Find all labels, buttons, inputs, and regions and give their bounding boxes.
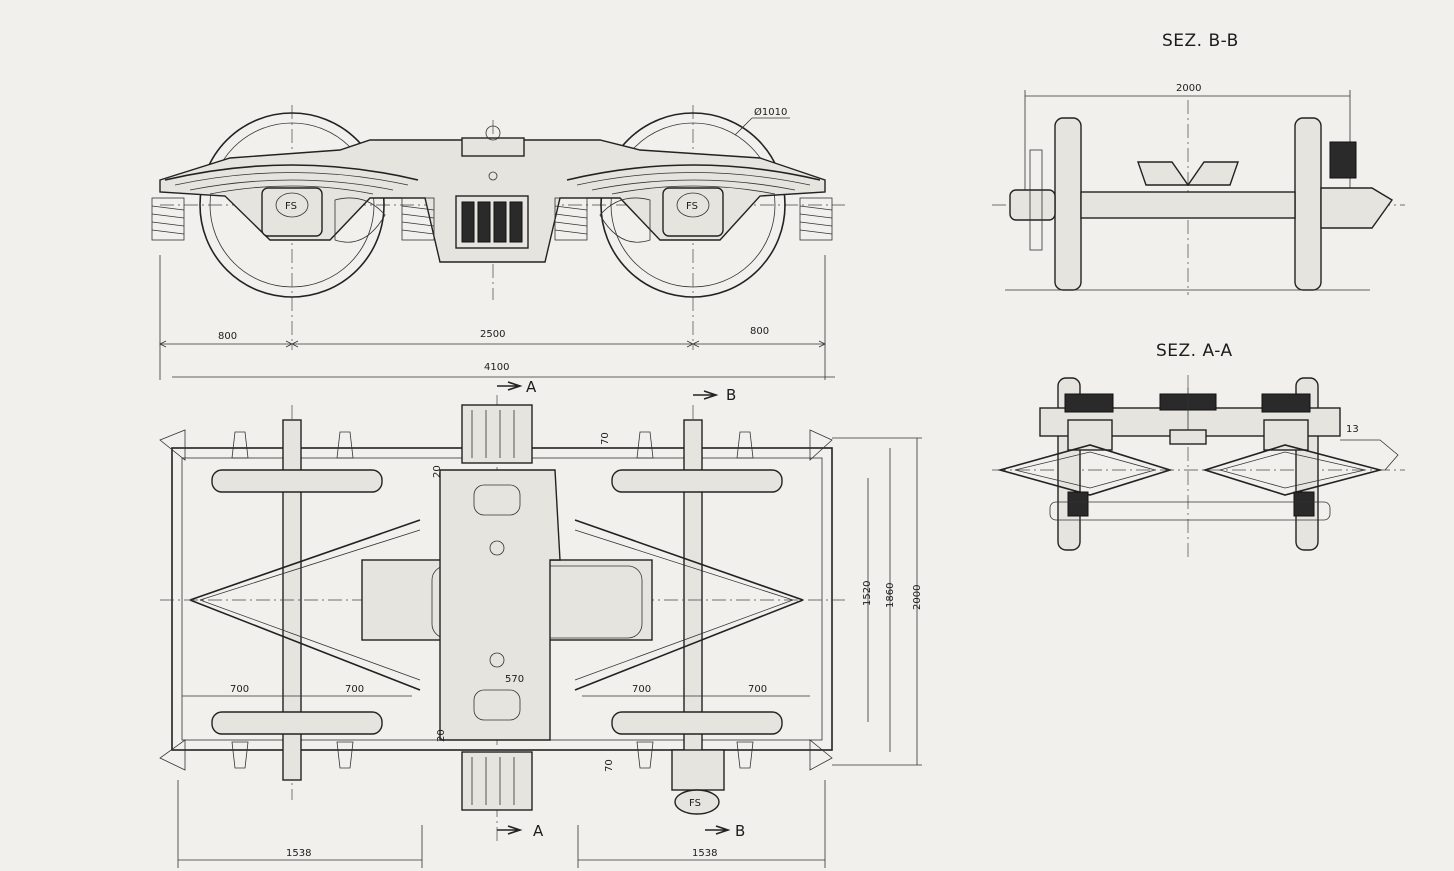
left-leaf-spring: [164, 164, 419, 195]
dim-800-left: 800: [218, 331, 237, 342]
section-cut-markers: A A B B: [497, 378, 745, 840]
right-leaf-spring: [566, 164, 821, 195]
dim-1860: 1860: [885, 583, 896, 608]
aa-left-spring: [997, 444, 1173, 496]
dim-1538-right: 1538: [692, 848, 717, 859]
central-bolster: [455, 195, 529, 249]
bb-bolster: [1137, 161, 1239, 187]
dim-700-d: 700: [748, 684, 767, 695]
dim-20-bottom: 20: [436, 729, 447, 742]
section-bb-title: SEZ. B-B: [1162, 31, 1239, 51]
cut-b-top: B: [726, 386, 736, 404]
cut-a-bottom: A: [533, 822, 544, 840]
wheel-diameter-label: Ø1010: [754, 106, 787, 118]
bb-left-wheel: [1054, 117, 1082, 291]
dim-700-b: 700: [345, 684, 364, 695]
fs-mark: FS: [689, 798, 701, 809]
plan-view: FS: [159, 395, 845, 845]
dim-1538-left: 1538: [286, 848, 311, 859]
dim-4100: 4100: [484, 362, 509, 373]
coil-springs: [151, 197, 833, 241]
dim-800-right: 800: [750, 326, 769, 337]
dim-2500: 2500: [480, 329, 505, 340]
dim-700-a: 700: [230, 684, 249, 695]
dim-700-c: 700: [632, 684, 651, 695]
section-bb-view: SEZ. B-B 2000: [992, 31, 1405, 295]
bb-right-wheel: [1294, 117, 1322, 291]
dimension-lines-plan: 2000 1860 1520 700 700 700 700 570 20 20…: [177, 432, 923, 868]
axle-boxes: FS FS: [261, 187, 724, 237]
dim-570: 570: [505, 674, 524, 685]
dim-13: 13: [1346, 424, 1359, 435]
central-frame: [439, 469, 561, 741]
section-aa-title: SEZ. A-A: [1156, 341, 1233, 361]
dim-70-bottom: 70: [604, 759, 615, 772]
plan-wheels: [211, 469, 783, 735]
bb-axle: [1080, 191, 1296, 219]
section-aa-view: SEZ. A-A 13: [992, 341, 1405, 560]
fs-mark: FS: [686, 201, 698, 212]
cut-b-bottom: B: [735, 822, 745, 840]
dim-20-top: 20: [432, 465, 443, 478]
dim-70-top: 70: [600, 432, 611, 445]
dimension-lines-elevation: 800 2500 800 4100: [159, 255, 835, 380]
dim-1520: 1520: [862, 581, 873, 606]
fs-mark: FS: [285, 201, 297, 212]
side-elevation-view: FS FS Ø1010: [151, 105, 845, 350]
aa-right-spring: [1202, 444, 1384, 496]
dim-2000-plan: 2000: [912, 585, 923, 610]
dim-2000-bb: 2000: [1176, 83, 1201, 94]
cut-a-top: A: [526, 378, 537, 396]
bolster-spring-packs: [461, 404, 533, 811]
